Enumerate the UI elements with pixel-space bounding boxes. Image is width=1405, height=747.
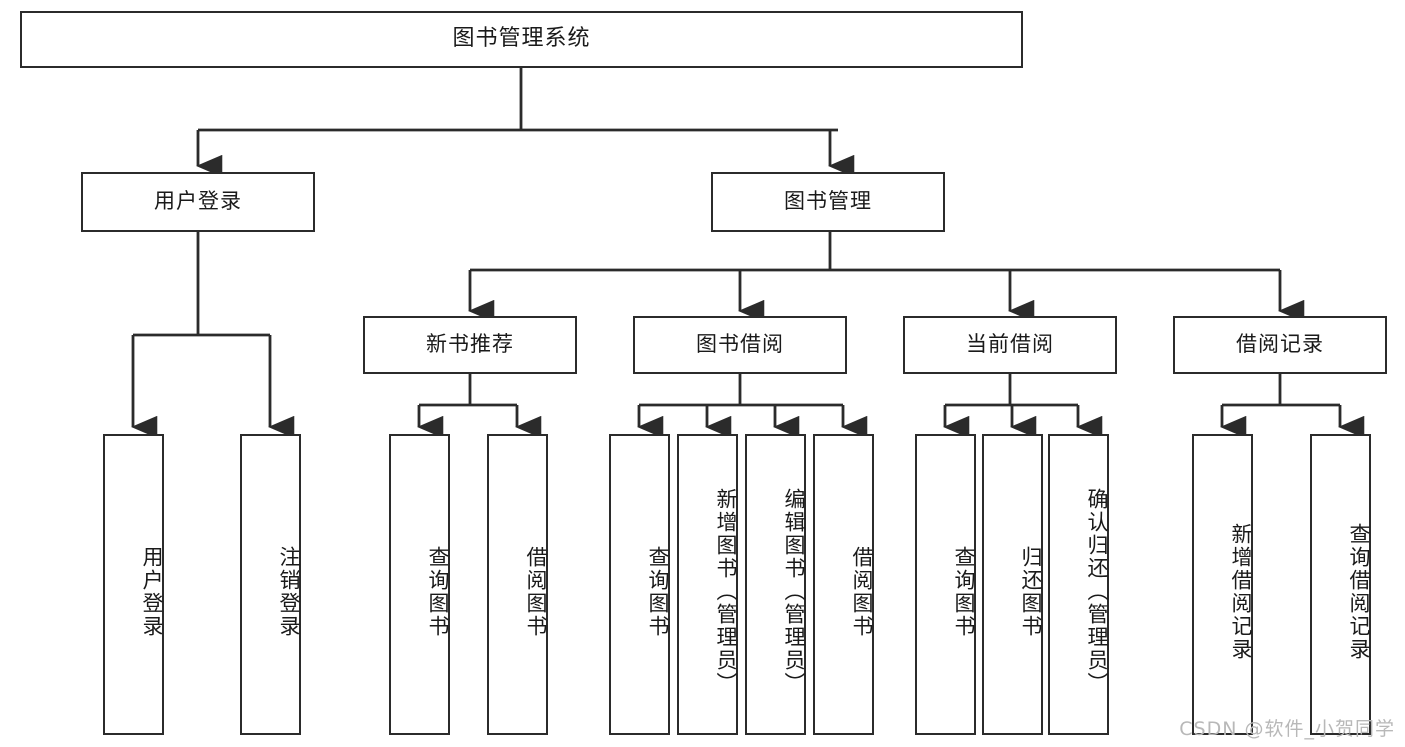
node-label: 查询图书 [646, 545, 670, 638]
node-label: 查询图书 [952, 545, 976, 638]
node-label: 新书推荐 [426, 332, 514, 357]
node-root-system[interactable]: 图书管理系统 [20, 11, 1023, 68]
leaf-book-borrow-query[interactable]: 查询图书 [609, 434, 670, 735]
leaf-book-borrow-borrow[interactable]: 借阅图书 [813, 434, 874, 735]
node-user-login[interactable]: 用户登录 [81, 172, 315, 232]
node-label: 图书借阅 [696, 332, 784, 357]
node-label: 归还图书 [1019, 545, 1043, 638]
leaf-user-login-logout[interactable]: 注销登录 [240, 434, 301, 735]
node-new-book-recommend[interactable]: 新书推荐 [363, 316, 577, 374]
node-book-borrow[interactable]: 图书借阅 [633, 316, 847, 374]
node-label: 新增图书（管理员） [714, 488, 738, 695]
node-label: 新增借阅记录 [1229, 522, 1253, 661]
node-label: 查询借阅记录 [1347, 522, 1371, 661]
leaf-user-login-login[interactable]: 用户登录 [103, 434, 164, 735]
leaf-current-borrow-confirm-return[interactable]: 确认归还（管理员） [1048, 434, 1109, 735]
node-label: 确认归还（管理员） [1085, 488, 1109, 695]
leaf-current-borrow-return[interactable]: 归还图书 [982, 434, 1043, 735]
leaf-borrow-record-add[interactable]: 新增借阅记录 [1192, 434, 1253, 735]
leaf-current-borrow-query[interactable]: 查询图书 [915, 434, 976, 735]
node-label: 编辑图书（管理员） [782, 488, 806, 695]
node-label: 借阅图书 [524, 545, 548, 638]
leaf-book-borrow-add[interactable]: 新增图书（管理员） [677, 434, 738, 735]
node-label: 图书管理 [784, 189, 872, 214]
csdn-watermark: CSDN @软件_小贺同学 [1179, 718, 1395, 740]
node-label: 用户登录 [140, 545, 164, 638]
leaf-new-book-query[interactable]: 查询图书 [389, 434, 450, 735]
node-label: 注销登录 [277, 545, 301, 638]
node-label: 借阅记录 [1236, 332, 1324, 357]
leaf-book-borrow-edit[interactable]: 编辑图书（管理员） [745, 434, 806, 735]
node-current-borrow[interactable]: 当前借阅 [903, 316, 1117, 374]
node-label: 借阅图书 [850, 545, 874, 638]
node-label: 查询图书 [426, 545, 450, 638]
node-label: 图书管理系统 [452, 26, 591, 52]
node-book-management[interactable]: 图书管理 [711, 172, 945, 232]
node-label: 用户登录 [154, 189, 242, 214]
leaf-borrow-record-query[interactable]: 查询借阅记录 [1310, 434, 1371, 735]
node-borrow-record[interactable]: 借阅记录 [1173, 316, 1387, 374]
node-label: 当前借阅 [966, 332, 1054, 357]
leaf-new-book-borrow[interactable]: 借阅图书 [487, 434, 548, 735]
